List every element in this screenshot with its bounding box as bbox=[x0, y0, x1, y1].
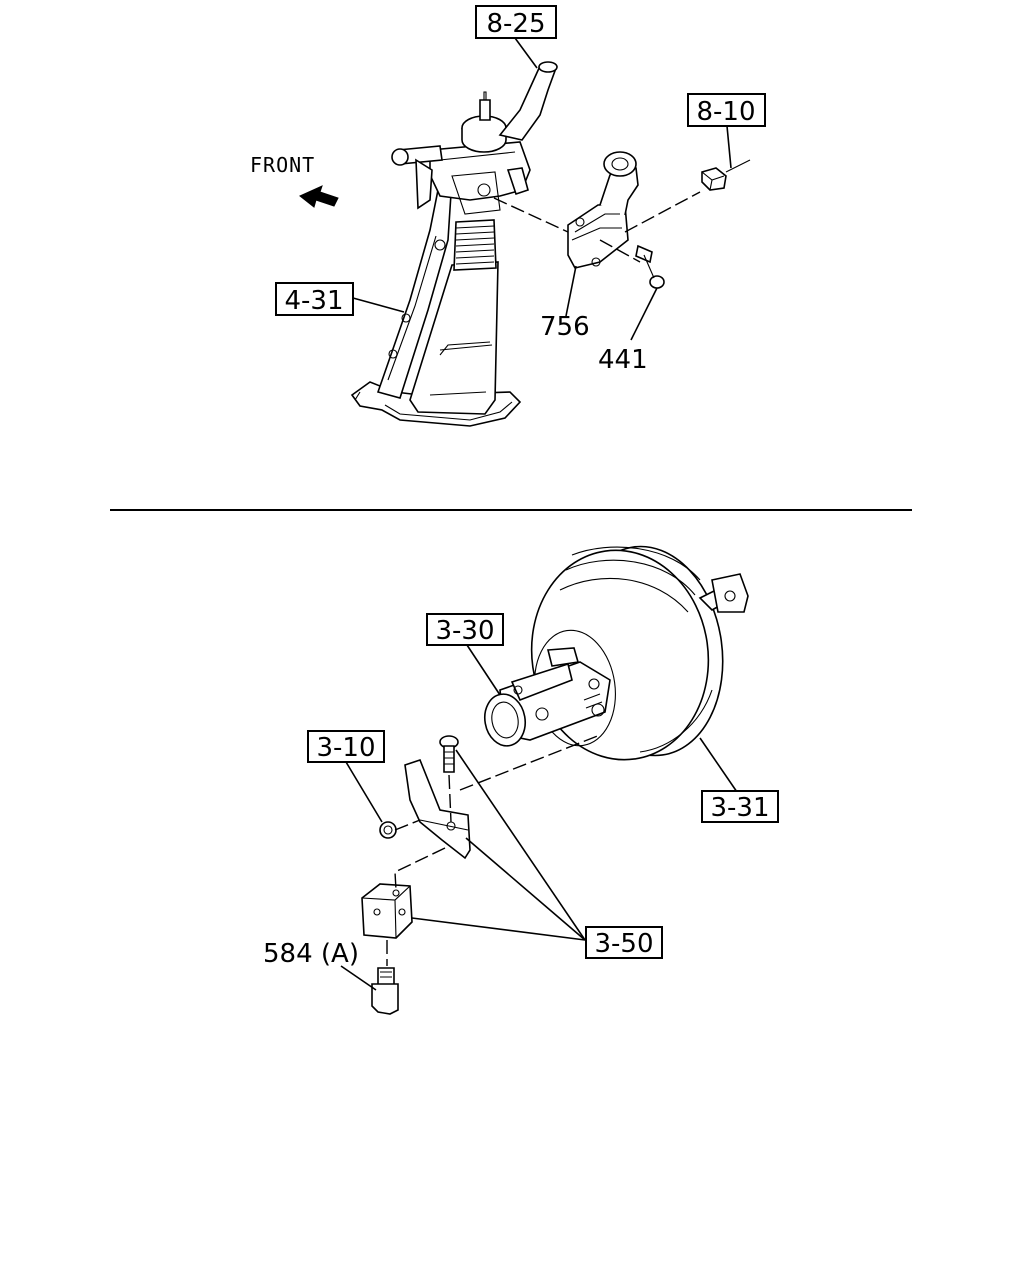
valve-block-icon bbox=[361, 883, 413, 939]
callout-3-30[interactable]: 3-30 bbox=[426, 613, 504, 646]
nut-icon bbox=[379, 821, 397, 839]
callout-8-10[interactable]: 8-10 bbox=[687, 93, 766, 127]
callout-3-10[interactable]: 3-10 bbox=[307, 730, 385, 763]
connector-icon bbox=[701, 159, 751, 191]
front-arrow-icon bbox=[299, 185, 339, 208]
callout-4-31[interactable]: 4-31 bbox=[275, 282, 354, 316]
callout-3-50[interactable]: 3-50 bbox=[585, 926, 663, 959]
immobilizer-bracket-icon bbox=[567, 151, 639, 269]
bracket-icon bbox=[404, 759, 471, 860]
bolt-441-icon bbox=[635, 244, 665, 289]
svg-text:3-10: 3-10 bbox=[316, 733, 375, 763]
svg-text:3-50: 3-50 bbox=[594, 929, 653, 959]
front-label: FRONT bbox=[250, 153, 315, 177]
upper-diagram: FRONT bbox=[250, 5, 766, 427]
callout-3-31[interactable]: 3-31 bbox=[701, 790, 779, 823]
lower-diagram: 3-30 3-10 3-31 3-50 584 (A) bbox=[263, 545, 779, 1015]
svg-text:8-10: 8-10 bbox=[696, 97, 755, 127]
pressure-sensor-icon bbox=[371, 967, 399, 1015]
callout-441[interactable]: 441 bbox=[598, 345, 648, 375]
callout-756[interactable]: 756 bbox=[540, 312, 590, 342]
master-cylinder-icon bbox=[483, 647, 611, 747]
callout-584a[interactable]: 584 (A) bbox=[263, 939, 359, 969]
svg-text:3-30: 3-30 bbox=[435, 616, 494, 646]
steering-column-icon bbox=[350, 61, 558, 427]
callout-8-25[interactable]: 8-25 bbox=[475, 5, 557, 39]
svg-text:8-25: 8-25 bbox=[486, 9, 545, 39]
svg-text:3-31: 3-31 bbox=[710, 793, 769, 823]
svg-text:4-31: 4-31 bbox=[284, 286, 343, 316]
bolt-350-icon bbox=[439, 735, 459, 773]
